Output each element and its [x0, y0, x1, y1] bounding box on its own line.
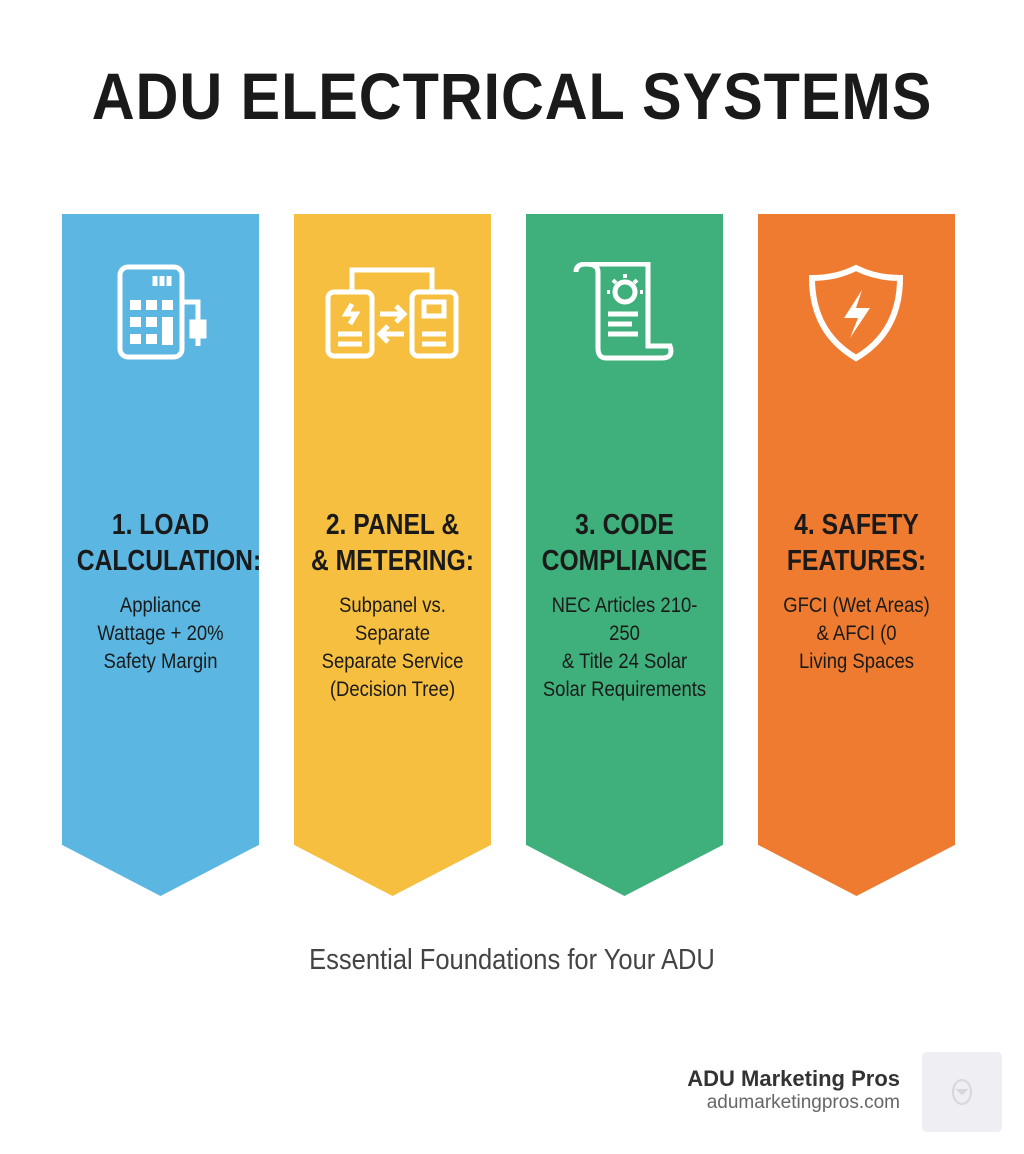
shield-lightning-icon [808, 264, 904, 362]
desc-line: Separate Service [321, 650, 464, 673]
desc-line: & AFCI (0 [816, 622, 897, 645]
desc-line: Separate [354, 622, 430, 645]
heading-line: CALCULATION: [76, 545, 262, 577]
panels-exchange-icon [325, 267, 459, 359]
desc-line: (Decision Tree) [329, 678, 456, 701]
column-safety-features: 4. SAFETY FEATURES: GFCI (Wet Areas) & AFC… [758, 214, 955, 896]
scroll-sun-icon [573, 262, 674, 361]
column-heading: 2. PANEL & & METERING: [309, 507, 476, 579]
desc-line: Safety Margin [103, 650, 218, 673]
heading-line: FEATURES: [786, 545, 927, 577]
column-heading: 4. SAFETY FEATURES: [773, 507, 940, 579]
heading-line: 2. PANEL & [325, 509, 460, 541]
desc-line: Subpanel vs. [339, 594, 446, 617]
calculator-plug-icon [117, 264, 207, 360]
desc-line: Living Spaces [798, 650, 915, 673]
heading-line: 1. LOAD [111, 509, 210, 541]
column-heading: 3. CODE COMPLIANCE [541, 507, 708, 579]
brand-logo [922, 1052, 1002, 1132]
page-title: ADU ELECTRICAL SYSTEMS [91, 59, 933, 133]
desc-line: Solar Requirements [542, 678, 707, 701]
column-heading: 1. LOAD CALCULATION: [76, 507, 262, 579]
brand-name: ADU Marketing Pros [687, 1066, 900, 1091]
column-banner [62, 214, 259, 896]
desc-line: & Title 24 Solar [561, 650, 688, 673]
heading-line: & METERING: [311, 545, 474, 577]
column-banner [526, 214, 723, 896]
desc-line: NEC Articles 210-250 [551, 594, 698, 645]
heading-line: COMPLIANCE [541, 545, 708, 577]
desc-line: Appliance [119, 594, 202, 617]
logo-mascot-icon [952, 1079, 972, 1105]
desc-line: GFCI (Wet Areas) [783, 594, 930, 617]
brand-url: adumarketingpros.com [706, 1092, 900, 1113]
heading-line: 4. SAFETY [794, 509, 919, 541]
heading-line: 3. CODE [575, 509, 674, 541]
brand-block: ADU Marketing Pros adumarketingpros.com [687, 1066, 900, 1114]
column-description: GFCI (Wet Areas) & AFCI (0 Living Spaces [770, 592, 943, 676]
column-panel-metering: 2. PANEL & & METERING: Subpanel vs. Separa… [294, 214, 491, 896]
desc-line: Wattage + 20% [97, 622, 224, 645]
column-code-compliance: 3. CODE COMPLIANCE NEC Articles 210-250 & … [526, 214, 723, 896]
subtitle: Essential Foundations for Your ADU [309, 944, 715, 976]
